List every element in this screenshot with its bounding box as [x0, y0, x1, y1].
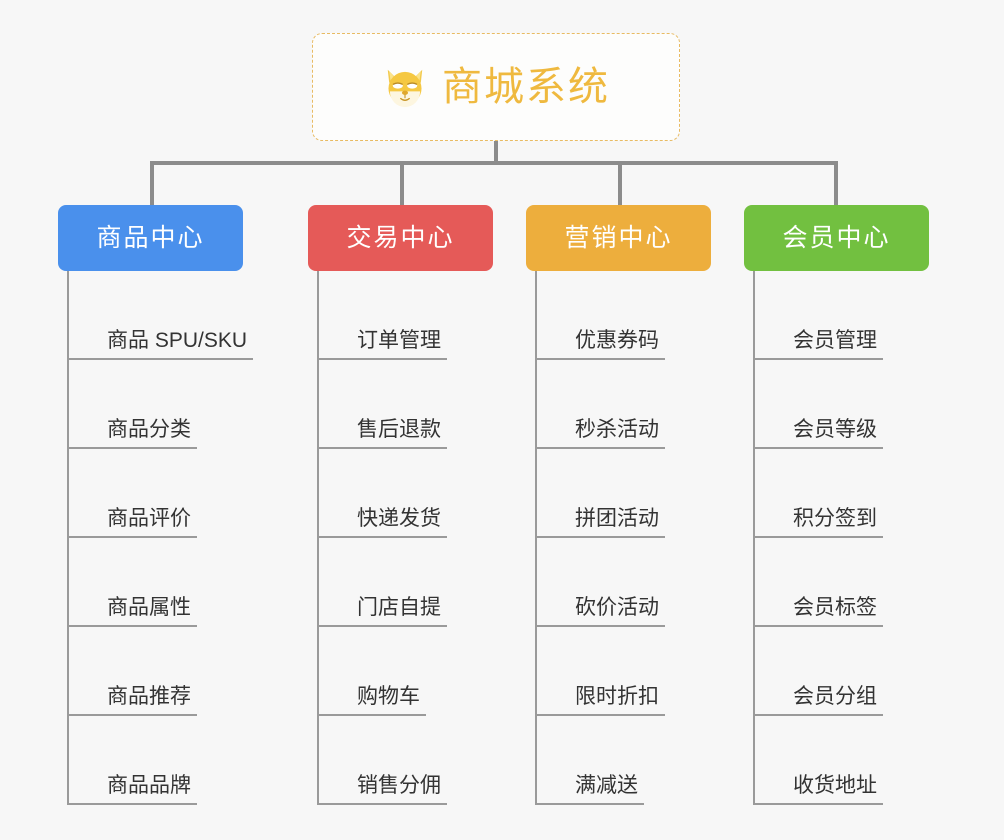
- leaf-label: 商品评价: [107, 506, 191, 530]
- connector-drop-product-center: [150, 161, 154, 207]
- leaf-item[interactable]: 限时折扣: [537, 627, 742, 716]
- leaf-label: 商品属性: [107, 595, 191, 619]
- category-box-product-center[interactable]: 商品中心: [58, 205, 243, 271]
- leaf-item[interactable]: 会员分组: [755, 627, 960, 716]
- leaf-label: 会员等级: [793, 417, 877, 441]
- leaf-item[interactable]: 商品属性: [69, 538, 308, 627]
- leaf-item[interactable]: 商品分类: [69, 360, 308, 449]
- branch-trade-center: 交易中心 订单管理 售后退款 快递发货 门店自提 购物车 销售分佣: [308, 205, 528, 805]
- leaf-item[interactable]: 砍价活动: [537, 538, 742, 627]
- leaf-label: 会员标签: [793, 595, 877, 619]
- leaf-item[interactable]: 秒杀活动: [537, 360, 742, 449]
- leaf-label: 商品推荐: [107, 684, 191, 708]
- shiba-dog-emoji: [382, 64, 428, 110]
- category-label-marketing-center: 营销中心: [564, 223, 673, 252]
- category-box-member-center[interactable]: 会员中心: [744, 205, 929, 271]
- leaf-label: 销售分佣: [357, 773, 441, 797]
- leaf-label: 收货地址: [793, 773, 877, 797]
- branch-member-center: 会员中心 会员管理 会员等级 积分签到 会员标签 会员分组 收货地址: [744, 205, 960, 805]
- leaf-list-marketing-center: 优惠券码 秒杀活动 拼团活动 砍价活动 限时折扣 满减送: [535, 271, 742, 805]
- leaf-label: 积分签到: [793, 506, 877, 530]
- leaf-label: 商品品牌: [107, 773, 191, 797]
- leaf-label: 商品分类: [107, 417, 191, 441]
- leaf-item[interactable]: 拼团活动: [537, 449, 742, 538]
- leaf-item[interactable]: 商品推荐: [69, 627, 308, 716]
- leaf-item[interactable]: 会员等级: [755, 360, 960, 449]
- category-label-trade-center: 交易中心: [346, 223, 455, 252]
- leaf-item[interactable]: 收货地址: [755, 716, 960, 805]
- leaf-item[interactable]: 满减送: [537, 716, 742, 805]
- leaf-list-product-center: 商品 SPU/SKU 商品分类 商品评价 商品属性 商品推荐 商品品牌: [67, 271, 308, 805]
- leaf-item[interactable]: 优惠券码: [537, 271, 742, 360]
- branch-product-center: 商品中心 商品 SPU/SKU 商品分类 商品评价 商品属性 商品推荐 商品品牌: [58, 205, 308, 805]
- connector-drop-marketing-center: [618, 161, 622, 207]
- leaf-label: 快递发货: [357, 506, 441, 530]
- leaf-label: 商品 SPU/SKU: [107, 328, 248, 352]
- leaf-label: 购物车: [357, 684, 420, 708]
- connector-horizontal-bus: [150, 161, 838, 165]
- connector-drop-trade-center: [400, 161, 404, 207]
- leaf-item[interactable]: 订单管理: [319, 271, 528, 360]
- category-box-marketing-center[interactable]: 营销中心: [526, 205, 711, 271]
- root-node[interactable]: 商城系统: [312, 33, 680, 141]
- leaf-label: 门店自提: [357, 595, 441, 619]
- root-title: 商城系统: [442, 65, 610, 109]
- leaf-list-member-center: 会员管理 会员等级 积分签到 会员标签 会员分组 收货地址: [753, 271, 960, 805]
- connector-drop-member-center: [834, 161, 838, 207]
- leaf-item[interactable]: 会员标签: [755, 538, 960, 627]
- leaf-item[interactable]: 商品 SPU/SKU: [69, 271, 308, 360]
- leaf-label: 拼团活动: [575, 506, 659, 530]
- leaf-label: 满减送: [575, 773, 638, 797]
- leaf-label: 会员管理: [793, 328, 877, 352]
- leaf-label: 秒杀活动: [575, 417, 659, 441]
- leaf-item[interactable]: 积分签到: [755, 449, 960, 538]
- leaf-item[interactable]: 售后退款: [319, 360, 528, 449]
- leaf-item[interactable]: 会员管理: [755, 271, 960, 360]
- leaf-list-trade-center: 订单管理 售后退款 快递发货 门店自提 购物车 销售分佣: [317, 271, 528, 805]
- leaf-label: 砍价活动: [575, 595, 659, 619]
- leaf-item[interactable]: 门店自提: [319, 538, 528, 627]
- leaf-label: 售后退款: [357, 417, 441, 441]
- category-label-product-center: 商品中心: [96, 223, 205, 252]
- leaf-label: 限时折扣: [575, 684, 659, 708]
- connector-root-stem: [494, 141, 498, 164]
- leaf-label: 订单管理: [357, 328, 441, 352]
- leaf-item[interactable]: 快递发货: [319, 449, 528, 538]
- branch-marketing-center: 营销中心 优惠券码 秒杀活动 拼团活动 砍价活动 限时折扣 满减送: [526, 205, 742, 805]
- category-box-trade-center[interactable]: 交易中心: [308, 205, 493, 271]
- leaf-item[interactable]: 商品评价: [69, 449, 308, 538]
- leaf-item[interactable]: 销售分佣: [319, 716, 528, 805]
- category-label-member-center: 会员中心: [782, 223, 891, 252]
- leaf-item[interactable]: 商品品牌: [69, 716, 308, 805]
- leaf-item[interactable]: 购物车: [319, 627, 528, 716]
- leaf-label: 优惠券码: [575, 328, 659, 352]
- leaf-label: 会员分组: [793, 684, 877, 708]
